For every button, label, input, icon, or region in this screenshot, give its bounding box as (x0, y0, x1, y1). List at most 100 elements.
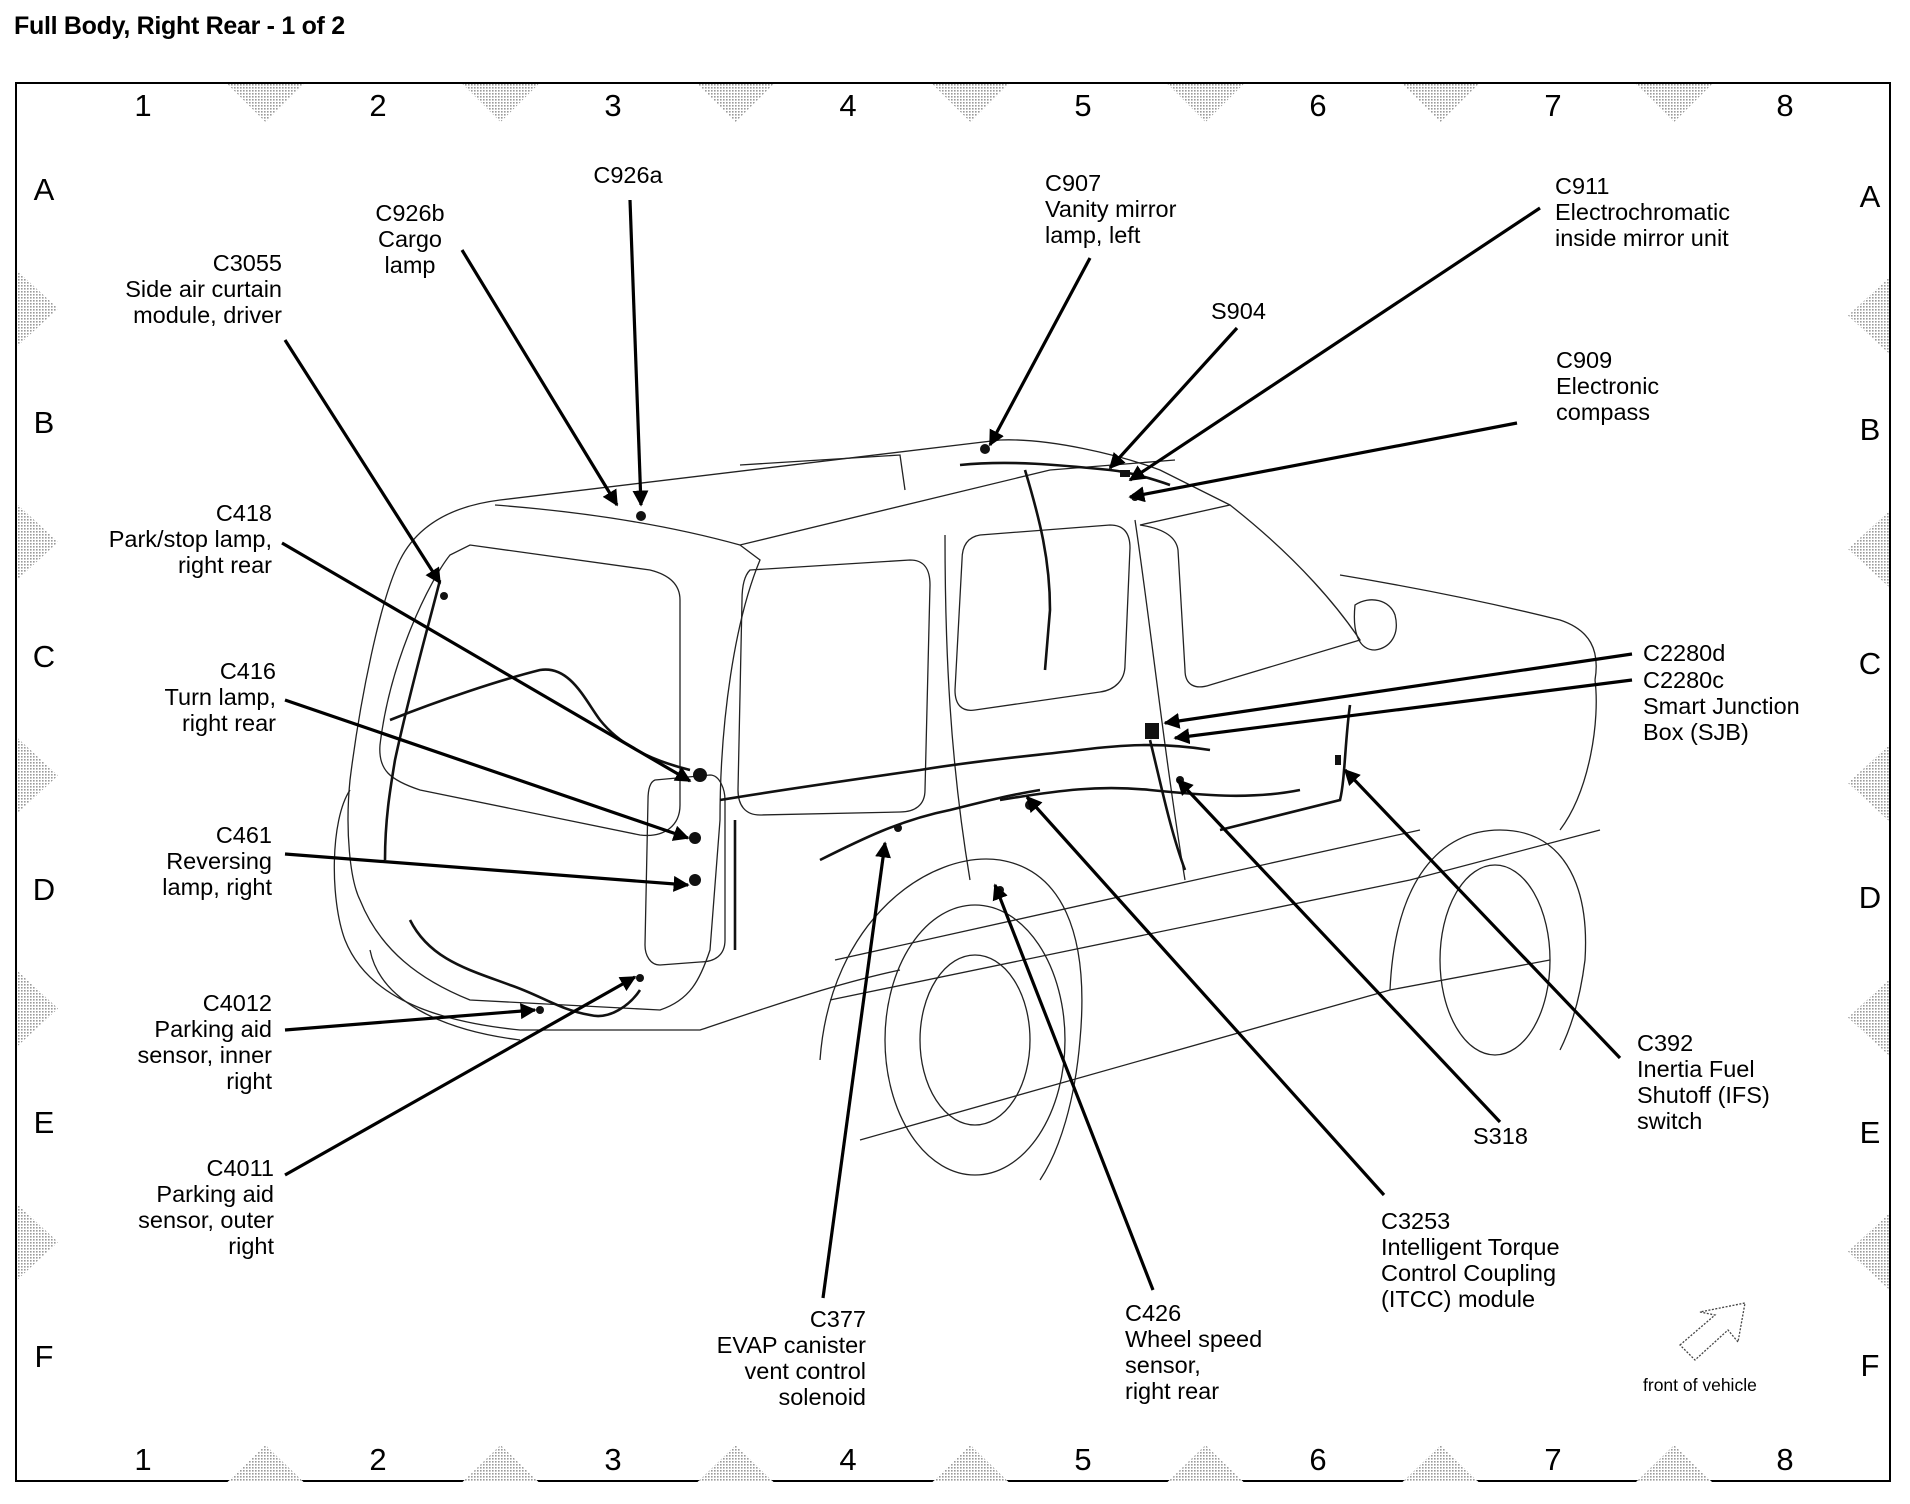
rear-hub (919, 954, 1031, 1126)
callout-desc: Shutoff (IFS) (1637, 1082, 1770, 1108)
grid-row-left-B: B (33, 405, 55, 440)
grid-marker-bottom (227, 1445, 304, 1482)
callout-desc: Parking aid (156, 1181, 274, 1207)
callout-c3055: C3055 Side air curtain module, driver (125, 250, 282, 328)
callout-desc: module, driver (133, 302, 282, 328)
leader-c926a (628, 199, 649, 507)
hood-line (1339, 574, 1597, 681)
callout-id: C377 (809, 1306, 866, 1332)
callout-desc: Electronic (1556, 373, 1660, 399)
grid-row-right-F: F (1860, 1348, 1880, 1383)
connector-c4011 (636, 974, 644, 982)
grid-row-left-F: F (34, 1339, 54, 1374)
grid-column-top-7: 7 (1544, 88, 1562, 123)
callout-id: C416 (219, 658, 276, 684)
leader-c377 (821, 841, 891, 1299)
callout-desc: lamp, right (162, 874, 272, 900)
grid-column-bottom-6: 6 (1309, 1442, 1327, 1477)
harness-rear-floor (719, 743, 1211, 802)
rear-bumper (333, 789, 901, 1031)
front-of-vehicle-label: front of vehicle (1643, 1375, 1757, 1395)
connector-c461 (689, 874, 701, 886)
harness-side-sill (999, 786, 1301, 802)
connector-c377 (894, 824, 902, 832)
callout-c461: C461 Reversing lamp, right (162, 822, 272, 900)
callout-desc: right rear (181, 710, 276, 736)
callout-id: S904 (1211, 298, 1266, 324)
callout-desc: compass (1556, 399, 1651, 425)
callout-desc: solenoid (778, 1384, 866, 1410)
leader-c461 (284, 852, 690, 892)
connector-c2280 (1145, 723, 1159, 739)
callout-id: C926b (375, 200, 445, 226)
b-pillar (1134, 519, 1186, 881)
grid-row-right-B: B (1859, 412, 1881, 447)
harness-bumper (408, 919, 642, 1018)
grid-marker-top (1636, 84, 1712, 122)
callout-id: C4011 (206, 1155, 274, 1181)
rear-wheel-arch (819, 858, 1083, 1181)
callout-desc: EVAP canister (716, 1332, 866, 1358)
c-pillar (944, 534, 971, 881)
callout-id: C907 (1045, 170, 1102, 196)
callout-id: C3055 (212, 250, 282, 276)
grid-marker-top (462, 84, 539, 122)
callout-c909: C909 Electronic compass (1556, 347, 1659, 425)
grid-column-bottom-8: 8 (1776, 1442, 1794, 1477)
callout-c426: C426 Wheel speed sensor, right rear (1125, 1300, 1262, 1404)
grid-column-bottom-1: 1 (134, 1442, 152, 1477)
grid-column-bottom-4: 4 (839, 1442, 857, 1477)
grid-row-left-A: A (33, 172, 55, 207)
page-title: Full Body, Right Rear - 1 of 2 (14, 12, 345, 40)
callout-c3253: C3253 Intelligent Torque Control Couplin… (1381, 1208, 1560, 1312)
callout-id: C911 (1555, 173, 1610, 199)
callout-c392: C392 Inertia Fuel Shutoff (IFS) switch (1637, 1030, 1770, 1134)
callout-c416: C416 Turn lamp, right rear (165, 658, 276, 736)
leader-c4012 (284, 1003, 537, 1032)
wiring-harness (383, 461, 1352, 1018)
grid-marker-bottom (1402, 1445, 1479, 1482)
callout-c2280d: C2280d (1643, 640, 1725, 666)
grid-marker-left (17, 970, 58, 1047)
callout-s904: S904 (1211, 298, 1266, 324)
roof-outline (399, 439, 1231, 561)
grid-marker-right (1848, 979, 1889, 1056)
harness-a-pillar-drop (1023, 469, 1052, 671)
callout-c377: C377 EVAP canister vent control solenoid (717, 1306, 866, 1410)
arrow-up-right-icon (1679, 1302, 1746, 1361)
callout-desc: vent control (744, 1358, 866, 1384)
grid-marker-right (1848, 511, 1889, 587)
connector-c418 (693, 768, 707, 782)
callout-s318: S318 (1473, 1123, 1528, 1149)
callout-desc: right (226, 1068, 272, 1094)
callout-desc: sensor, outer (138, 1207, 274, 1233)
callout-c4012: C4012 Parking aid sensor, inner right (137, 990, 272, 1094)
connector-c911 (1120, 470, 1130, 477)
callout-id: C2280d (1643, 640, 1726, 666)
grid-column-top-1: 1 (134, 88, 152, 123)
grid-row-left-C: C (32, 639, 56, 674)
grid-marker-top (697, 84, 774, 122)
front-door-window (1139, 504, 1362, 688)
leader-c3253 (1025, 795, 1386, 1197)
callout-id: C2280c (1643, 667, 1724, 693)
callout-id: C909 (1556, 347, 1613, 373)
callout-desc: Parking aid (154, 1016, 272, 1042)
callout-desc: Turn lamp, (164, 684, 276, 710)
grid-column-bottom-3: 3 (604, 1442, 622, 1477)
callout-c907: C907 Vanity mirror lamp, left (1045, 170, 1176, 248)
grid-column-bottom-5: 5 (1074, 1442, 1092, 1477)
grid-row-right-D: D (1858, 880, 1882, 915)
grid-row-right-E: E (1859, 1115, 1881, 1150)
grid-marker-right (1848, 745, 1889, 821)
callout-c2280c: C2280c Smart Junction Box (SJB) (1643, 667, 1800, 745)
rear-wheel (884, 904, 1066, 1176)
callout-desc: switch (1637, 1108, 1703, 1134)
callout-desc: Reversing (166, 848, 272, 874)
leader-c2280c (1173, 678, 1633, 745)
callout-c418: C418 Park/stop lamp, right rear (109, 500, 272, 578)
grid-marker-left (17, 504, 58, 580)
leader-s318 (1176, 778, 1502, 1124)
callout-id: C426 (1125, 1300, 1182, 1326)
front-wheel (1439, 864, 1551, 1056)
